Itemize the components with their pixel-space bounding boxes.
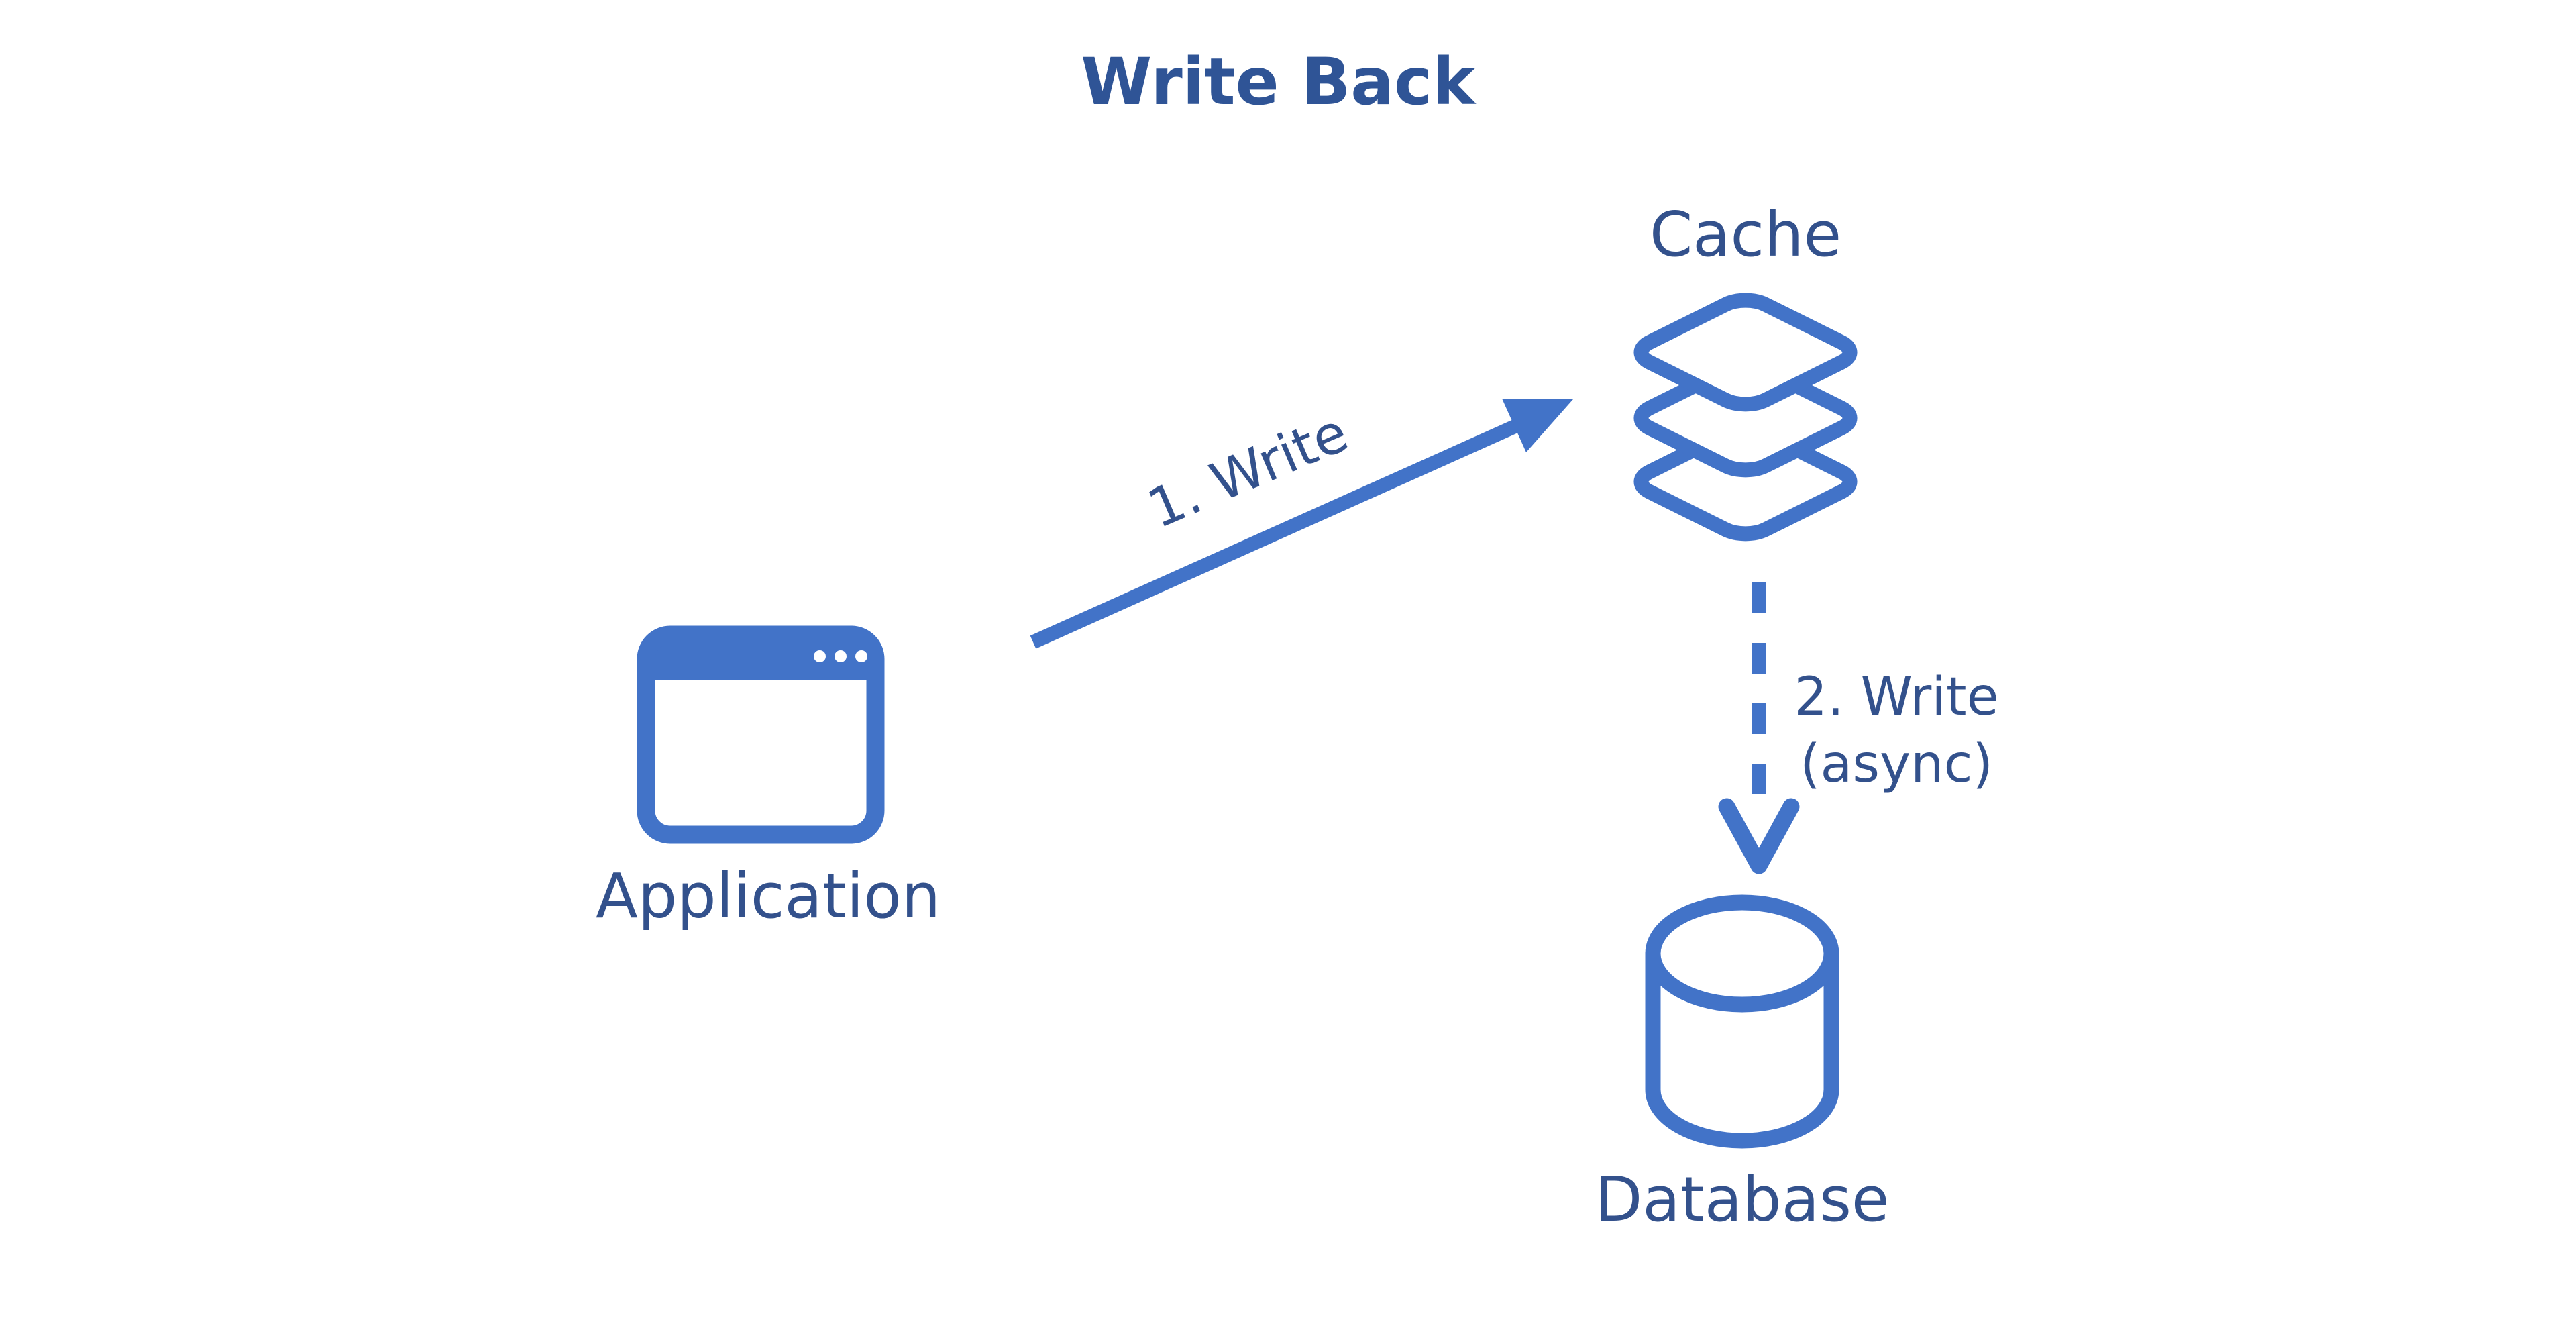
database-node-label: Database [1595,1164,1890,1235]
database-cylinder-icon [1645,894,1839,1149]
browser-window-icon [637,625,885,844]
async-write-arrow [1718,582,1800,874]
layer-top [1629,295,1862,410]
browser-titlebar [646,635,875,680]
diagram-title: Write Back [1081,44,1475,119]
async-write-arrowhead-icon [1718,798,1800,874]
window-dot-icon [814,650,826,662]
write-arrowhead-icon [1502,399,1573,452]
async-write-arrow-label-line2: (async) [1800,733,1993,794]
layers-icon [1629,295,1862,539]
application-node-label: Application [595,860,941,932]
window-dot-icon [855,650,867,662]
async-write-arrow-label: 2. Write (async) [1779,664,2014,799]
write-arrow-line [1030,417,1523,649]
cache-node-label: Cache [1649,199,1842,270]
window-dot-icon [835,650,847,662]
async-write-arrow-label-line1: 2. Write [1794,667,1999,727]
cylinder-top [1645,894,1839,1013]
write-arrow [1030,399,1573,649]
browser-frame [637,625,885,844]
